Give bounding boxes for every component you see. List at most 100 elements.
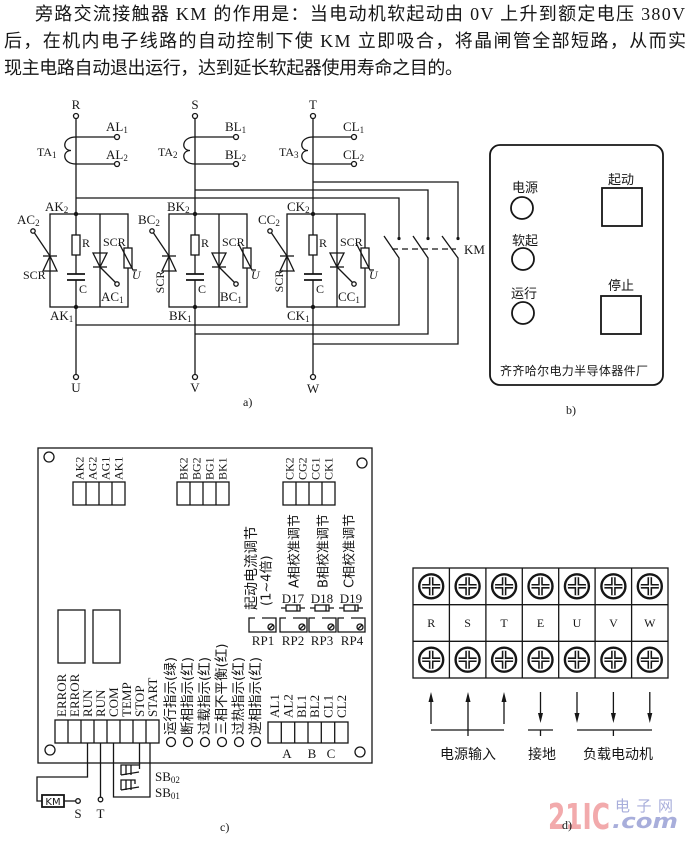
phase-input-label: R	[72, 97, 81, 112]
thyristor-right-gate-terminal	[114, 281, 120, 287]
terminal-screw-icon	[492, 648, 516, 672]
terminal-screw-icon	[419, 574, 443, 598]
led-icon	[182, 736, 194, 748]
pot-screw	[298, 623, 306, 631]
thyristor-left-gate-lead	[152, 232, 170, 257]
pot-body	[248, 617, 277, 633]
ct-lead-2-terminal	[232, 160, 240, 168]
figure-d-caption: d)	[562, 818, 572, 832]
stop-button	[600, 295, 642, 335]
stop-switch-text: SB	[155, 769, 171, 784]
ct-lead-1-terminal	[232, 133, 240, 141]
arrow-up-icon	[428, 692, 507, 702]
current-transformer-coil	[64, 136, 77, 165]
connector-pin-label: BK1	[216, 457, 230, 480]
ct-terminal-label: CL2	[334, 695, 349, 718]
terminal-dividers	[67, 720, 147, 743]
terminal-screw-icon	[601, 574, 625, 598]
gate-left-index: 2	[155, 218, 160, 228]
resistor-label: R	[319, 236, 327, 250]
board-outline	[37, 447, 373, 764]
start-button	[601, 187, 643, 227]
ct-leads	[76, 136, 115, 165]
gate-right-text: BC	[220, 289, 237, 304]
panel-enclosure	[489, 144, 664, 386]
km-fixed-contact	[426, 236, 430, 241]
ground-lines	[528, 692, 553, 736]
connector-dividers	[85, 482, 113, 505]
arrow-down-icon	[538, 713, 543, 723]
ct-lead-2-label: BL2	[225, 147, 246, 163]
ct-label: TA1	[37, 145, 57, 160]
thyristor-left-gate-terminal	[267, 228, 273, 234]
thyristor-left-gate-lead	[270, 232, 288, 257]
relay	[92, 609, 121, 664]
gate-right-text: AC	[101, 289, 119, 304]
terminal-screw-icon	[456, 574, 480, 598]
indicator-label-power: 电源	[512, 181, 538, 196]
group-label: 电源输入	[440, 747, 496, 763]
terminal-screw-icon	[456, 648, 480, 672]
watermark-brand: 21IC	[548, 797, 610, 838]
thyristor-right-label: SCR	[340, 235, 363, 249]
bypass-return-v	[195, 235, 429, 335]
bypass-feed-s	[195, 189, 429, 237]
thyristor-left-body	[278, 254, 296, 272]
node-top-junction	[192, 211, 198, 217]
input-terminal	[72, 112, 80, 120]
potentiometer-label: RP3	[311, 633, 333, 648]
ct-label-text: TA	[158, 145, 173, 159]
gate-left-text: AC	[17, 212, 35, 227]
thyristor-right-label: SCR	[103, 235, 126, 249]
snubber-resistor	[308, 234, 318, 256]
terminal-screw-icon	[419, 648, 443, 672]
supply-s-terminal	[75, 798, 81, 804]
gate-left-index: 2	[275, 218, 280, 228]
stop-switch-label: SB02	[155, 769, 180, 785]
ct-lead-1-terminal	[350, 133, 358, 141]
terminal-screw-icon	[638, 574, 662, 598]
led-label: 过载指示(红)	[197, 657, 213, 735]
bypass-feed-t	[313, 181, 459, 237]
ct-group-label: C	[327, 746, 336, 761]
ct-lead-2-label: AL2	[106, 147, 128, 163]
node-bottom-junction	[192, 304, 198, 310]
phase-input-label: T	[309, 97, 317, 112]
terminal-screw-icon	[565, 648, 589, 672]
ct-label-text: TA	[279, 145, 294, 159]
node-bottom-text: CK	[287, 308, 306, 323]
ct-lead-2-index: 2	[242, 153, 247, 163]
diode-body	[285, 604, 301, 612]
connector-dividers	[189, 482, 217, 505]
supply-terminal-label: S	[74, 806, 81, 821]
pot-body	[337, 617, 366, 633]
group-label: 负载电动机	[583, 747, 653, 763]
bypass-contactor-km: KM	[76, 181, 485, 345]
ct-lead-2-text: CL	[343, 147, 360, 162]
indicator-lamp-run	[511, 301, 535, 325]
varistor-slash	[237, 242, 256, 271]
connector-pin-label: CK2	[283, 457, 297, 480]
ct-terminal-label: AL2	[281, 694, 296, 718]
gate-left-index: 2	[35, 218, 40, 228]
snubber-capacitor	[304, 273, 322, 281]
control-terminal-label: STOP	[132, 685, 147, 717]
indicator-label-run: 运行	[511, 287, 537, 302]
thyristor-left-gate-lead	[33, 232, 51, 257]
load-lines	[576, 692, 652, 736]
node-bottom-index: 1	[69, 314, 74, 324]
diode-d19-icon	[339, 604, 363, 612]
terminal-label: E	[537, 616, 544, 630]
ct-lead-2-terminal	[113, 160, 121, 168]
relay	[57, 609, 86, 664]
varistor	[360, 247, 370, 269]
phase-b-circuit: S TA2 BL1 BL2 BK2 BK1 R C BC2 SCR	[138, 97, 261, 395]
node-top-index: 2	[305, 205, 310, 215]
potentiometer-label: RP2	[282, 633, 304, 648]
potentiometer-label: RP4	[341, 633, 364, 648]
contactor-label: KM	[464, 242, 485, 257]
snubber-capacitor	[67, 273, 85, 281]
km-coil-label: KM	[45, 797, 60, 808]
group-label: 接地	[528, 746, 556, 763]
watermark-domain: .com	[612, 809, 678, 833]
